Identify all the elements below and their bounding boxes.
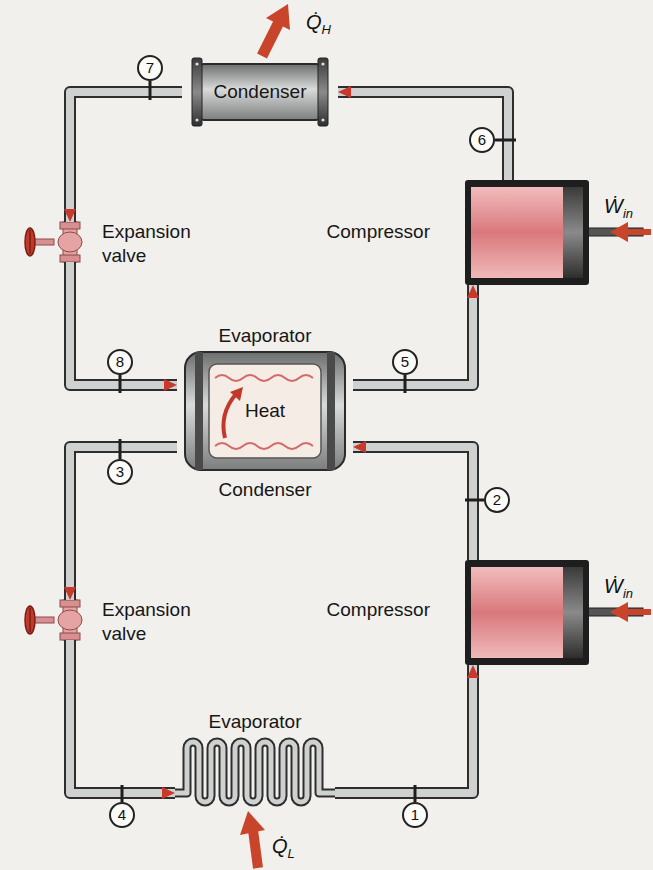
section-heading: Heat <box>177 399 353 423</box>
state-number: 1 <box>402 802 428 828</box>
pipe-group <box>70 92 508 793</box>
compressor-drawing <box>465 560 643 665</box>
compressor-drawing <box>465 180 643 285</box>
valve-drawing <box>25 600 82 640</box>
state-number: 2 <box>484 487 510 513</box>
refrigerant-pipe <box>353 447 473 560</box>
compressor: Compressor <box>465 560 605 665</box>
refrigerant-pipe <box>70 447 177 600</box>
expansion-valve: Expansion valve <box>52 222 88 262</box>
heat-exchanger: EvaporatorHeatCondenser <box>177 352 353 470</box>
state-ticks <box>120 81 516 802</box>
state-number: 8 <box>107 349 133 375</box>
heat-label: Condenser <box>219 478 312 502</box>
heat-rate-symbol: Q̇L <box>272 834 295 866</box>
evaporator-coil-drawing <box>175 742 335 802</box>
work-input-symbol: Ẇin <box>604 194 633 226</box>
compressor: Compressor <box>465 180 605 285</box>
expansion-valve: Expansion valve <box>52 600 88 640</box>
work-in-arrow <box>610 602 651 622</box>
state-number: 4 <box>109 802 135 828</box>
valve-drawing <box>25 222 82 262</box>
component-name: Condenser <box>182 80 338 104</box>
work-in-arrow <box>610 222 651 242</box>
component-name: Evaporator <box>209 710 302 734</box>
component-name: Compressor <box>327 598 430 622</box>
refrigerant-pipe <box>335 665 473 793</box>
heat-in-arrow <box>240 811 265 868</box>
work-input-symbol: Ẇin <box>604 574 633 606</box>
state-number: 7 <box>137 55 163 81</box>
evaporator-coil: Evaporator <box>175 738 335 806</box>
component-name: Compressor <box>327 220 430 244</box>
refrigerant-pipe <box>353 285 473 385</box>
state-number: 3 <box>107 459 133 485</box>
component-name: Expansion valve <box>102 220 210 268</box>
state-number: 5 <box>392 349 418 375</box>
refrigerant-pipe <box>338 92 508 180</box>
refrigerant-pipe <box>70 640 175 793</box>
state-number: 6 <box>469 127 495 153</box>
refrigerant-pipe <box>70 262 177 385</box>
component-name: Evaporator <box>219 324 312 348</box>
condenser-box: Condenser <box>182 58 338 126</box>
component-name: Expansion valve <box>102 598 210 646</box>
heat-out-arrow <box>262 4 290 56</box>
heat-rate-symbol: Q̇H <box>306 10 331 42</box>
refrigerant-pipe <box>70 92 182 222</box>
